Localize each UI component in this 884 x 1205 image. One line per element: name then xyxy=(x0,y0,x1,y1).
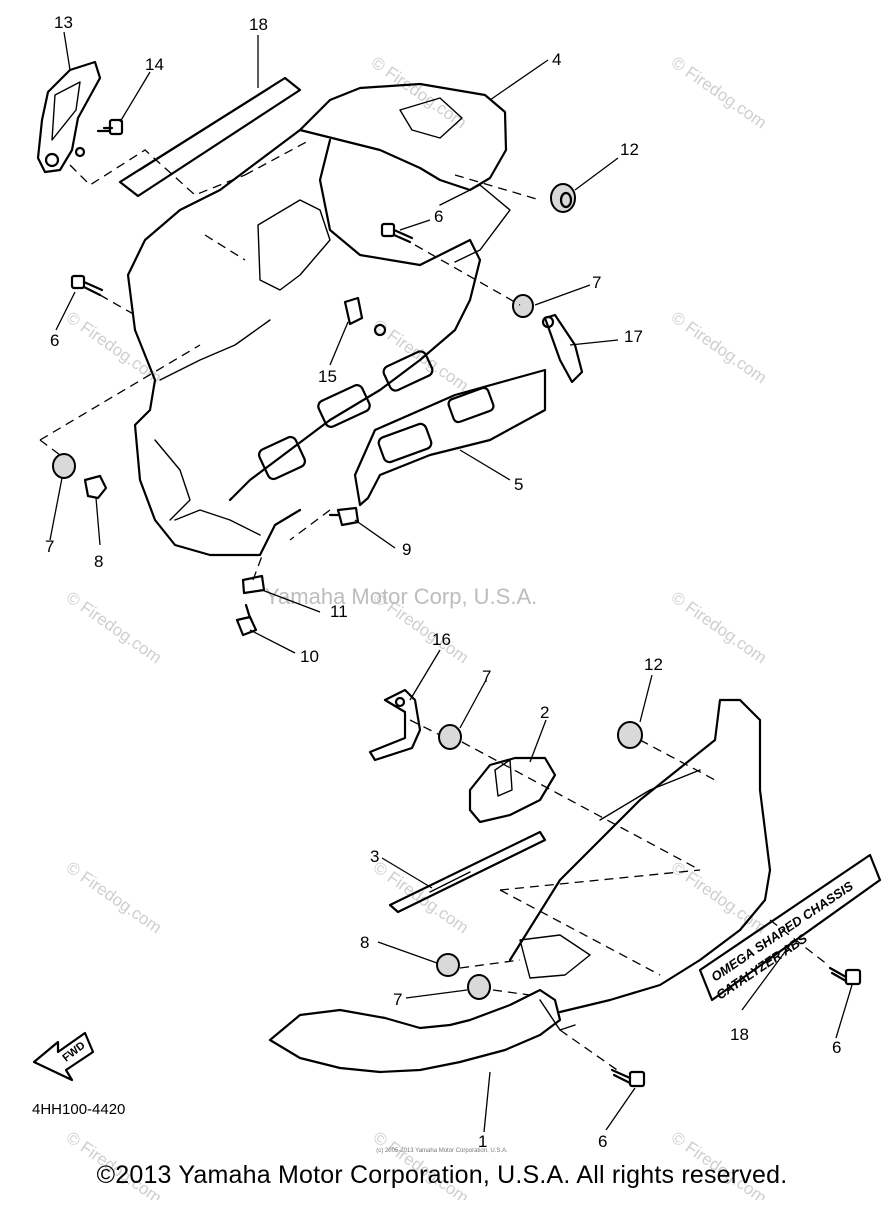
callout-7: 7 xyxy=(393,990,402,1009)
callout-15: 15 xyxy=(318,367,337,386)
callout-1: 1 xyxy=(478,1132,487,1151)
part-5-inner-panel xyxy=(257,350,547,507)
callout-8: 8 xyxy=(360,933,369,952)
watermark-text: © Firedog.com xyxy=(668,588,770,668)
callout-16: 16 xyxy=(432,630,451,649)
callout-7: 7 xyxy=(482,667,491,686)
alignment-lines-lower xyxy=(409,719,829,1073)
part-14-bolt xyxy=(96,118,124,136)
part-18-decal-lower: OMEGA SHAPED CHASSIS CATALYZER ABS xyxy=(698,853,882,1002)
callout-6: 6 xyxy=(434,207,443,226)
callout-5: 5 xyxy=(514,475,523,494)
watermark-text: © Firedog.com xyxy=(63,588,165,668)
callout-13: 13 xyxy=(54,13,73,32)
fwd-arrow-icon: FWD xyxy=(32,1031,95,1082)
watermark-text: © Firedog.com xyxy=(668,858,770,938)
part-4-main-cowl xyxy=(126,82,511,557)
hardware-lower xyxy=(436,721,862,1088)
part-16-bracket xyxy=(368,688,422,762)
watermark-text: © Firedog.com xyxy=(368,53,470,133)
callout-9: 9 xyxy=(402,540,411,559)
watermark-text: © Firedog.com xyxy=(63,858,165,938)
callout-6: 6 xyxy=(598,1132,607,1151)
part-2-bracket xyxy=(468,756,557,824)
callout-11: 11 xyxy=(330,602,348,621)
callout-10: 10 xyxy=(300,647,319,666)
part-3-bar xyxy=(388,830,547,914)
callout-18: 18 xyxy=(249,15,268,34)
watermark-text: © Firedog.com xyxy=(668,308,770,388)
fwd-label: FWD xyxy=(60,1039,87,1064)
callout-12: 12 xyxy=(620,140,639,159)
copyright-notice: ©2013 Yamaha Motor Corporation, U.S.A. A… xyxy=(96,1161,788,1189)
watermark-text: © Firedog.com xyxy=(370,858,472,938)
diagram-code: 4HH100-4420 xyxy=(32,1101,126,1118)
callout-7: 7 xyxy=(45,537,54,556)
callout-2: 2 xyxy=(540,703,549,722)
callout-7: 7 xyxy=(592,273,601,292)
callout-17: 17 xyxy=(624,327,643,346)
callout-14: 14 xyxy=(145,55,164,74)
center-watermark: Yamaha Motor Corp, U.S.A. xyxy=(265,584,537,609)
leader-lines xyxy=(49,31,853,1133)
callout-6: 6 xyxy=(50,331,59,350)
alignment-lines-upper xyxy=(39,139,541,581)
part-13-bracket xyxy=(36,60,102,174)
callout-labels: 13 18 14 4 12 6 6 7 17 15 5 7 8 9 11 10 … xyxy=(45,13,841,1151)
callout-12: 12 xyxy=(644,655,663,674)
tiny-credit: (c) 2005-2013 Yamaha Motor Corporation, … xyxy=(376,1148,508,1154)
watermark-text: © Firedog.com xyxy=(668,53,770,133)
part-18-decal-upper xyxy=(118,76,302,198)
callout-18: 18 xyxy=(730,1025,749,1044)
callout-6: 6 xyxy=(832,1038,841,1057)
callout-8: 8 xyxy=(94,552,103,571)
hardware-upper xyxy=(52,183,584,637)
callout-3: 3 xyxy=(370,847,379,866)
callout-4: 4 xyxy=(552,50,561,69)
